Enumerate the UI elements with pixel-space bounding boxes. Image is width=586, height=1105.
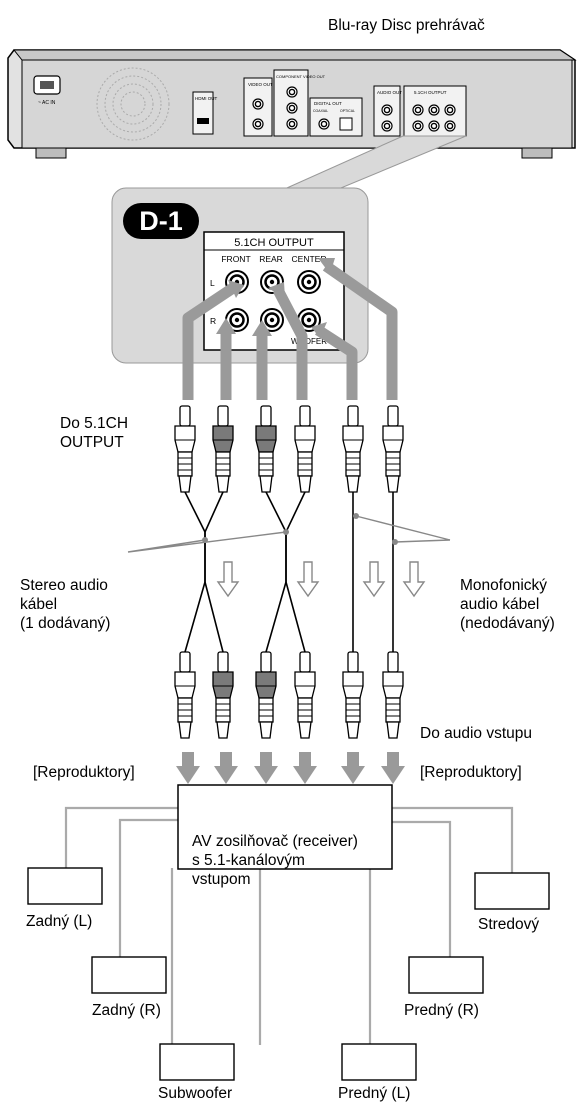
woofer-label: WOOFER — [291, 337, 327, 346]
speaker-label-zadny-r: Zadný (R) — [92, 1002, 161, 1019]
optical-label: OPTICAL — [340, 109, 355, 113]
hdmi-port — [197, 118, 209, 124]
speaker-boxes — [27, 867, 550, 1081]
callout-dots — [202, 513, 398, 545]
connection-arrows — [182, 261, 398, 400]
arrow-heads — [216, 258, 335, 338]
speaker-predny-l — [341, 1043, 417, 1081]
component-label: COMPONENT VIDEO OUT — [276, 74, 326, 79]
hdmi-label: HDMI OUT — [195, 96, 217, 101]
blu-ray-player: Blu-ray Disc prehrávač ~ AC IN HDMI OUT … — [7, 17, 577, 201]
fan-grille — [96, 67, 170, 141]
speaker-label-subwoofer: Subwoofer — [158, 1085, 233, 1102]
coaxial-label: COAXIAL — [313, 109, 328, 113]
col-front: FRONT — [221, 254, 250, 264]
output-51ch-label: 5.1CH OUTPUT — [414, 90, 447, 95]
speaker-wires — [64, 806, 514, 1046]
row-l: L — [210, 278, 215, 288]
speaker-zadny-l — [27, 867, 103, 905]
speaker-subwoofer — [159, 1043, 235, 1081]
video-out-label: VIDEO OUT — [248, 82, 273, 87]
d1-badge: D-1 — [123, 203, 199, 239]
receiver-box — [177, 784, 393, 870]
down-arrows — [176, 752, 405, 784]
col-center: CENTER — [292, 254, 327, 264]
player-title: Blu-ray Disc prehrávač — [328, 17, 485, 34]
cables — [184, 491, 394, 653]
callout-lines — [127, 515, 451, 553]
ac-in-label: ~ AC IN — [38, 100, 56, 106]
speaker-predny-r — [408, 956, 484, 994]
do-audio-vstupu-label: Do audio vstupu — [420, 725, 533, 742]
speaker-label-stredovy: Stredový — [478, 916, 540, 933]
digital-out-label: DIGITAL OUT — [314, 101, 342, 106]
reproduktory-right-label: [Reproduktory] — [420, 764, 522, 781]
speaker-label-predny-r: Predný (R) — [404, 1002, 479, 1019]
col-rear: REAR — [259, 254, 283, 264]
speaker-label-predny-l: Predný (L) — [338, 1085, 411, 1102]
reproduktory-left-label: [Reproduktory] — [33, 764, 135, 781]
badge-text: D-1 — [139, 206, 183, 236]
audio-out-label: AUDIO OUT — [377, 90, 402, 95]
top-plugs — [174, 405, 404, 493]
bottom-plugs — [174, 651, 404, 739]
speaker-label-zadny-l: Zadný (L) — [26, 913, 93, 930]
speaker-zadny-r — [91, 956, 167, 994]
row-r: R — [210, 316, 216, 326]
zoom-panel-title: 5.1CH OUTPUT — [234, 237, 314, 249]
speaker-stredovy — [474, 872, 550, 910]
